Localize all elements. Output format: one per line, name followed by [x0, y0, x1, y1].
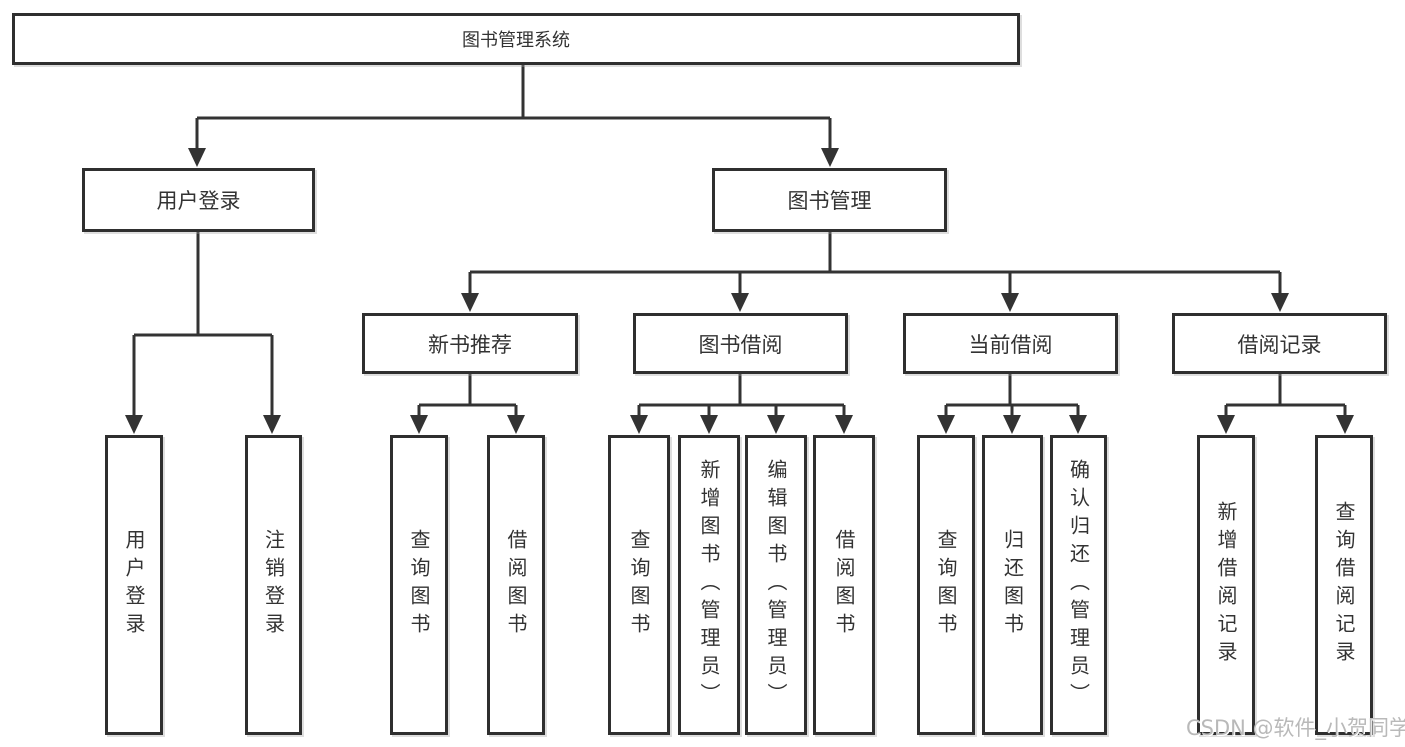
- leaf-add-borrow-record: 新增借阅记录: [1197, 435, 1255, 735]
- leaf-label: 查询图书: [407, 529, 431, 641]
- leaf-label: 查询图书: [627, 529, 651, 641]
- node-label: 当前借阅: [968, 332, 1053, 357]
- leaf-borrow-books: 借阅图书: [813, 435, 875, 735]
- leaf-add-book-admin: 新增图书（管理员）: [678, 435, 740, 735]
- leaf-label: 借阅图书: [832, 529, 856, 641]
- edge-borrow-children: [637, 373, 846, 420]
- leaf-edit-book-admin: 编辑图书（管理员）: [745, 435, 807, 735]
- leaf-return-books: 归还图书: [982, 435, 1043, 735]
- leaf-label: 注销登录: [261, 529, 286, 641]
- edge-user-login-children: [132, 232, 274, 420]
- edge-book-mgmt-children: [468, 232, 1282, 298]
- leaf-label: 编辑图书（管理员）: [764, 459, 788, 711]
- leaf-query-books-recommend: 查询图书: [390, 435, 448, 735]
- node-current-borrowing: 当前借阅: [903, 313, 1118, 374]
- leaf-label: 确认归还（管理员）: [1066, 459, 1091, 711]
- node-book-borrowing: 图书借阅: [633, 313, 848, 374]
- node-label: 图书管理系统: [462, 30, 570, 51]
- node-borrowing-records: 借阅记录: [1172, 313, 1387, 374]
- leaf-label: 新增图书（管理员）: [697, 459, 721, 711]
- edge-root-to-level2: [195, 64, 832, 152]
- node-label: 用户登录: [156, 189, 241, 213]
- leaf-label: 查询借阅记录: [1332, 501, 1356, 669]
- arrowhead-icons: [125, 148, 1354, 434]
- leaf-label: 查询图书: [934, 529, 958, 641]
- leaf-user-login: 用户登录: [105, 435, 163, 735]
- leaf-label: 新增借阅记录: [1214, 501, 1238, 669]
- node-label: 图书管理: [787, 189, 872, 213]
- leaf-label: 借阅图书: [504, 529, 528, 641]
- edge-recommend-children: [417, 373, 518, 420]
- leaf-query-books-current: 查询图书: [917, 435, 975, 735]
- leaf-query-borrow-record: 查询借阅记录: [1315, 435, 1373, 735]
- leaf-query-books-borrow: 查询图书: [608, 435, 670, 735]
- csdn-watermark: CSDN @软件_小贺同学: [1186, 716, 1405, 740]
- edge-current-children: [944, 373, 1080, 420]
- leaf-label: 用户登录: [122, 529, 146, 641]
- edge-records-children: [1224, 373, 1347, 420]
- leaf-logout: 注销登录: [245, 435, 302, 735]
- node-label: 新书推荐: [428, 332, 512, 357]
- leaf-label: 归还图书: [1000, 529, 1025, 641]
- node-label: 图书借阅: [698, 332, 783, 357]
- node-user-login: 用户登录: [82, 168, 315, 232]
- leaf-borrow-books-recommend: 借阅图书: [487, 435, 545, 735]
- node-book-management: 图书管理: [712, 168, 947, 232]
- node-label: 借阅记录: [1237, 332, 1322, 357]
- node-new-book-recommend: 新书推荐: [362, 313, 578, 374]
- leaf-confirm-return-admin: 确认归还（管理员）: [1050, 435, 1107, 735]
- node-library-management-system: 图书管理系统: [12, 13, 1020, 65]
